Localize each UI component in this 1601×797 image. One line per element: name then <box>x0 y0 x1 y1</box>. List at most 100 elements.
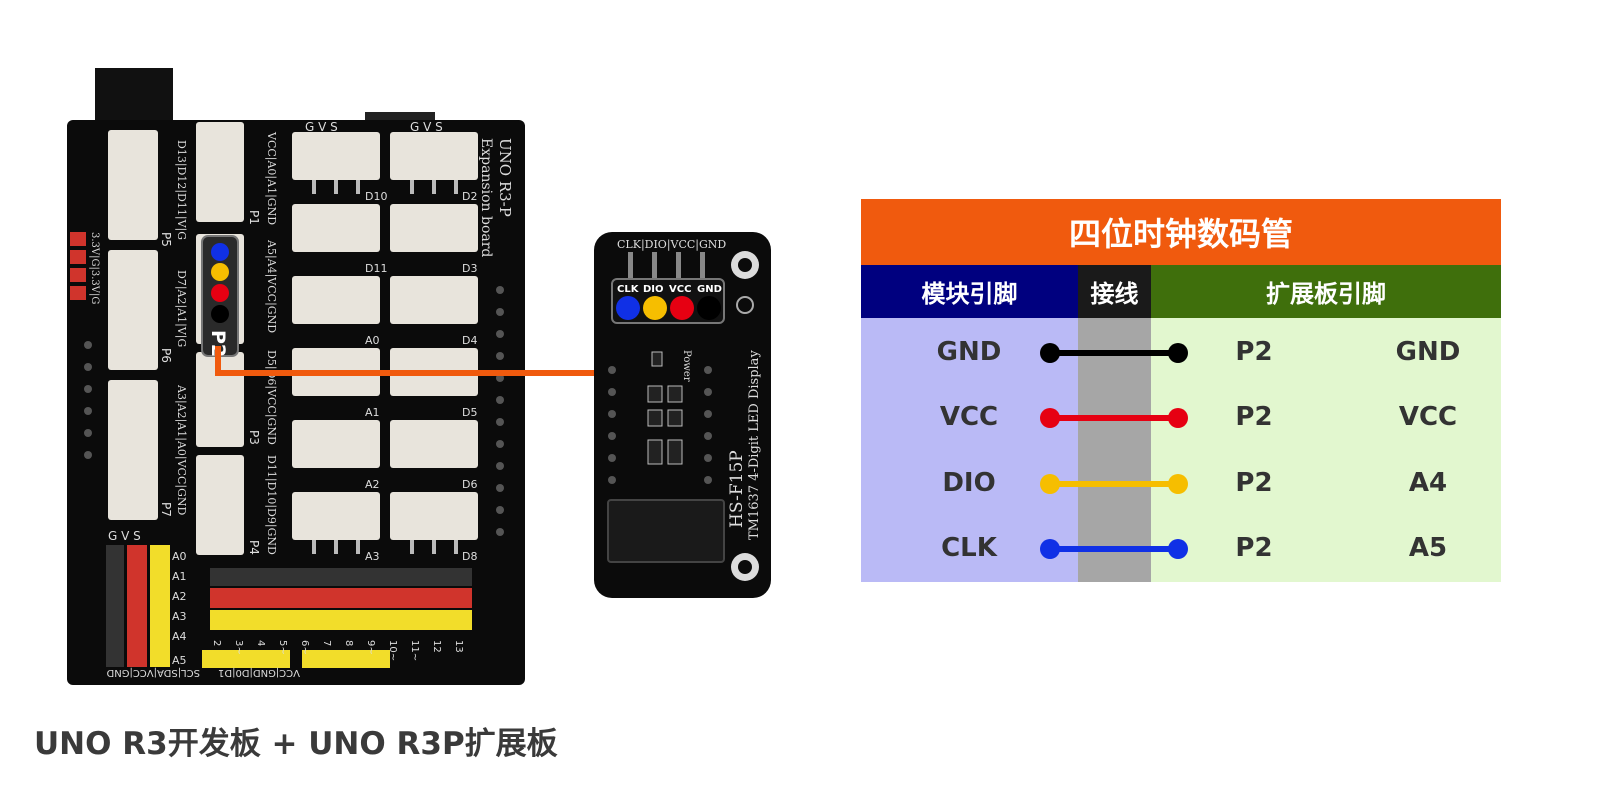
digital-num-10: 10~ <box>387 640 398 661</box>
servo-label-d6: D6 <box>462 478 477 491</box>
row-2-board-pin: VCC <box>1398 402 1458 432</box>
row-1-module-pin: GND <box>936 337 1002 367</box>
shield-name-1: UNO R3-P <box>496 138 514 217</box>
connector-p1 <box>196 122 244 222</box>
left-yellow-header <box>150 545 170 667</box>
row-3-wire-end-dot <box>1168 474 1188 494</box>
row-1-wire <box>1051 350 1178 356</box>
module-pin-callout <box>611 278 725 324</box>
servo-label-d11: D11 <box>365 262 387 275</box>
servo-pins <box>312 180 458 554</box>
row-3-wire <box>1051 481 1178 487</box>
row-3-port: P2 <box>1235 468 1273 498</box>
port-p1-label: P1 <box>247 210 261 225</box>
servo-label-a3: A3 <box>365 550 380 563</box>
bottom-left-header-label: SCL|SDA|VCC|GND <box>106 667 200 678</box>
row-4-module-pin: CLK <box>941 533 997 563</box>
digital-num-2: 2 <box>211 640 222 646</box>
servo-label-a1: A1 <box>365 406 380 419</box>
arduino-edge-holes <box>84 286 504 536</box>
bottom-right-header-label: VCC|GND|D0|D1 <box>218 667 300 678</box>
tm1637-module: CLK|DIO|VCC|GND CLK DIO VCC GND Power HS… <box>594 232 771 598</box>
digital-num-6: 6~ <box>299 640 310 655</box>
row-3-wire-start-dot <box>1040 474 1060 494</box>
digital-black-header <box>210 568 472 586</box>
callout-pin-dio <box>211 263 229 281</box>
servo-label-d4: D4 <box>462 334 477 347</box>
port-p4-label: P4 <box>247 540 261 555</box>
servo-label-a2: A2 <box>365 478 380 491</box>
row-3-board-pin: A4 <box>1408 468 1448 498</box>
p7-pins-label: A3|A2|A1|A0|VCC|GND <box>174 384 188 515</box>
module-description: TM1637 4-Digit LED Display <box>747 350 762 540</box>
servo-label-d3: D3 <box>462 262 477 275</box>
connector-p6 <box>108 250 158 370</box>
row-1-wire-start-dot <box>1040 343 1060 363</box>
pin-tag-vcc: VCC <box>669 284 691 295</box>
module-pin-gnd <box>697 296 721 320</box>
module-pin-vcc <box>670 296 694 320</box>
digital-num-8: 8 <box>343 640 354 646</box>
smd-components <box>647 351 683 465</box>
module-pin-column <box>861 318 1078 582</box>
port-p3-label: P3 <box>247 430 261 445</box>
servo-label-d2: D2 <box>462 190 477 203</box>
header-board-pin: 扩展板引脚 <box>1151 265 1501 318</box>
p2-pins-label: A5|A4|VCC|GND <box>264 239 278 333</box>
gvs-left-label: G V S <box>108 529 141 543</box>
digital-num-3: 3~ <box>233 640 244 655</box>
port-p6-label: P6 <box>159 348 173 363</box>
digital-num-11: 11~ <box>409 640 420 661</box>
module-pin-clk <box>616 296 640 320</box>
callout-pin-gnd <box>211 305 229 323</box>
analog-label-a5: A5 <box>172 654 187 667</box>
digital-num-13: 13 <box>453 640 464 653</box>
row-1-board-pin: GND <box>1395 337 1461 367</box>
expansion-board: UNO R3-P Expansion board VCC|A0|A1|GND A… <box>67 68 525 685</box>
servo-label-d5: D5 <box>462 406 477 419</box>
gvs-header-left: G V S <box>305 120 338 134</box>
p6-pins-label: D7|A2|A1|V|G <box>174 270 188 347</box>
port-p2-label: P2 <box>207 330 229 357</box>
digital-num-9: 9~ <box>365 640 376 655</box>
header-module-pin: 模块引脚 <box>861 265 1078 318</box>
shield-name-2: Expansion board <box>478 138 494 257</box>
servo-label-a0: A0 <box>365 334 380 347</box>
header-wire: 接线 <box>1078 265 1151 318</box>
header-pins <box>628 252 705 278</box>
gvs-header-right: G V S <box>410 120 443 134</box>
diagram-caption: UNO R3开发板 + UNO R3P扩展板 <box>34 726 558 762</box>
servo-label-d8: D8 <box>462 550 477 563</box>
board-pin-column <box>1151 318 1501 582</box>
p1-pins-label: VCC|A0|A1|GND <box>264 131 278 225</box>
p5-pins-label: D13|D12|D11|V|G <box>174 140 188 240</box>
row-4-wire-end-dot <box>1168 539 1188 559</box>
row-1-port: P2 <box>1235 337 1273 367</box>
port-p5-label: P5 <box>159 232 173 247</box>
digital-num-4: 4 <box>255 640 266 646</box>
callout-pin-clk <box>211 243 229 261</box>
row-1-wire-end-dot <box>1168 343 1188 363</box>
digital-num-5: 5~ <box>277 640 288 655</box>
row-2-module-pin: VCC <box>939 402 999 432</box>
analog-label-a1: A1 <box>172 570 187 583</box>
p3-pins-label: D5|D6|VCC|GND <box>264 350 278 445</box>
row-3-module-pin: DIO <box>942 468 996 498</box>
analog-label-a2: A2 <box>172 590 187 603</box>
analog-label-a3: A3 <box>172 610 187 623</box>
power-header <box>70 232 86 300</box>
p4-pins-label: D11|D10|D9|GND <box>264 455 278 555</box>
callout-pin-vcc <box>211 284 229 302</box>
i2c-header <box>202 650 290 668</box>
tm1637-chip <box>607 499 725 563</box>
digital-red-header <box>210 588 472 608</box>
module-edge-holes <box>608 366 712 484</box>
row-4-port: P2 <box>1235 533 1273 563</box>
row-2-port: P2 <box>1235 402 1273 432</box>
gnd-symbol <box>736 296 754 314</box>
wire-column <box>1078 318 1151 582</box>
left-red-header <box>127 545 147 667</box>
mount-hole-bottom-inner <box>738 560 752 574</box>
connector-p7 <box>108 380 158 520</box>
